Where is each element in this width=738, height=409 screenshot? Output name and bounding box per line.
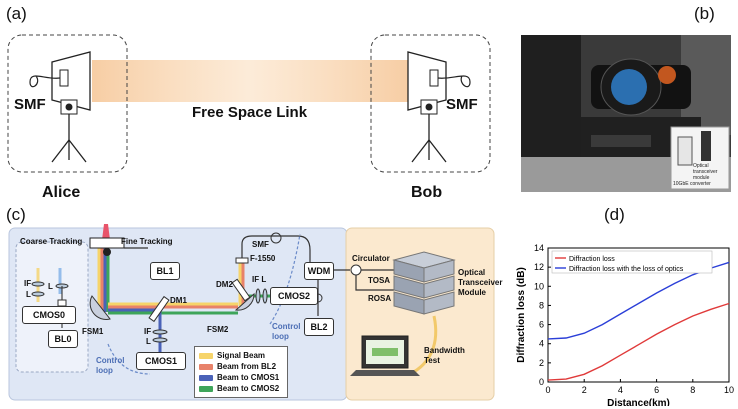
incoming-beam: [102, 224, 110, 240]
circulator-label: Circulator: [352, 254, 390, 263]
legend-item-bl2: Beam from BL2: [199, 361, 283, 372]
f1550-label: F-1550: [250, 254, 276, 263]
y-tick-label: 6: [539, 320, 544, 330]
alice-terminal-box: [7, 34, 128, 173]
fsm1-mirror: [89, 295, 111, 320]
circulator-icon: [350, 264, 362, 276]
control-loop-arc-1: [107, 343, 151, 375]
panel-c-label: (c): [6, 205, 26, 224]
legend-item-cmos2: Beam to CMOS2: [199, 383, 283, 394]
bob-terminal-icon: [407, 51, 471, 163]
series-line-2: [547, 261, 730, 340]
if-l-label-cmos2: IF L: [252, 275, 267, 284]
cmos1-box: CMOS1: [136, 352, 186, 370]
series-line-1: [547, 302, 730, 381]
x-tick-label: 2: [582, 385, 587, 395]
fsm2-label: FSM2: [207, 325, 229, 334]
bl1-box: BL1: [150, 262, 180, 280]
l-label-cmos1: L: [146, 337, 151, 346]
y-tick-label: 4: [539, 339, 544, 349]
smf-label-c: SMF: [252, 240, 269, 249]
x-tick-label: 8: [690, 385, 695, 395]
y-tick-label: 14: [534, 243, 544, 253]
fsm1-label: FSM1: [82, 327, 104, 336]
x-axis-label: Distance(km): [607, 398, 670, 406]
y-axis-label: Diffraction loss (dB): [516, 267, 527, 363]
alice-smf-label: SMF: [14, 96, 46, 113]
alice-label: Alice: [42, 184, 81, 201]
inset-module-label: Optical transceiver module: [693, 163, 718, 181]
panel-b-label: (b): [694, 4, 715, 23]
dm1-label: DM1: [170, 296, 187, 305]
panel-d-label: (d): [604, 205, 625, 224]
cmos2-box: CMOS2: [270, 287, 318, 305]
transceiver-stack-icon: [392, 251, 456, 315]
if-label-coarse: IF: [24, 279, 32, 288]
inset-converter-label: 10GbE converter: [673, 181, 711, 187]
dm2-mirror: [231, 278, 251, 302]
legend-item-cmos1: Beam to CMOS1: [199, 372, 283, 383]
cmos0-box: CMOS0: [22, 306, 76, 324]
bl2-box: BL2: [304, 318, 334, 336]
alice-terminal-icon: [29, 51, 91, 163]
y-tick-label: 10: [534, 281, 544, 291]
x-tick-label: 6: [654, 385, 659, 395]
l-label-coarse: L: [26, 290, 31, 299]
bob-label: Bob: [411, 184, 443, 201]
plot-frame: [547, 247, 730, 383]
free-space-beam: [92, 60, 408, 102]
y-tick-label: 0: [539, 377, 544, 387]
coarse-tracking-label: Coarse Tracking: [20, 237, 83, 246]
dm2-label: DM2: [216, 280, 233, 289]
free-space-link-label: Free Space Link: [192, 104, 308, 121]
y-tick-label: 2: [539, 358, 544, 368]
fine-tracking-label: Fine Tracking: [121, 237, 173, 246]
bob-terminal-box: [370, 34, 491, 173]
tosa-label: TOSA: [368, 276, 391, 285]
x-tick-label: 10: [724, 385, 734, 395]
hardware-photo: Optical transceiver module 10GbE convert…: [521, 35, 731, 192]
laptop-icon: [350, 335, 420, 376]
x-tick-label: 4: [618, 385, 623, 395]
wdm-box: WDM: [304, 262, 334, 280]
beam-bundle-horizontal: [108, 302, 238, 315]
legend-label-2: Diffraction loss with the loss of optics: [569, 266, 684, 273]
legend-item-signal: Signal Beam: [199, 350, 283, 361]
y-tick-label: 8: [539, 300, 544, 310]
panel-a-label: (a): [6, 4, 27, 23]
chart-legend: [551, 250, 713, 274]
beam-legend: Signal Beam Beam from BL2 Beam to CMOS1 …: [194, 346, 288, 398]
legend-label-1: Diffraction loss: [569, 256, 615, 263]
free-space-link-diagram: [7, 34, 491, 173]
bob-smf-label: SMF: [446, 96, 478, 113]
beam-bundle-vertical: [97, 246, 110, 312]
l-label-coarse-2: L: [48, 282, 53, 291]
if-label-cmos1: IF: [144, 327, 152, 336]
smf-fiber: [241, 235, 311, 262]
y-tick-label: 12: [534, 262, 544, 272]
x-tick-label: 0: [545, 385, 550, 395]
dm1-mirror: [148, 295, 170, 323]
rosa-label: ROSA: [368, 294, 392, 303]
control-loop-arc-2: [269, 233, 301, 325]
bl0-box: BL0: [48, 330, 78, 348]
top-reflector: [89, 237, 125, 249]
